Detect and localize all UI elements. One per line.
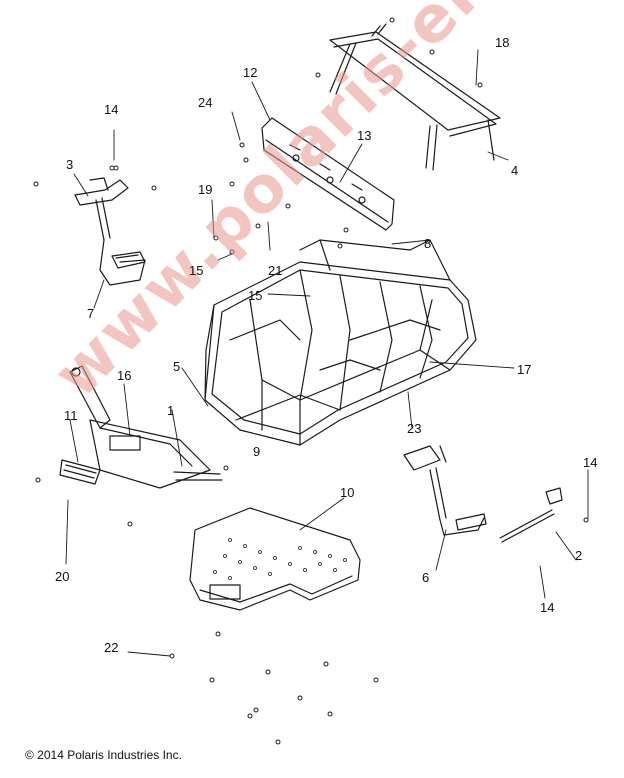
callout-14-bottom-right: 14 <box>540 600 555 615</box>
callout-19: 19 <box>198 182 213 197</box>
part-footrest-right-6 <box>403 445 563 543</box>
callout-23: 23 <box>407 421 422 436</box>
callout-4: 4 <box>511 163 519 178</box>
callout-16: 16 <box>117 368 132 383</box>
callout-17: 17 <box>517 362 532 377</box>
callout-15-center: 15 <box>248 288 263 303</box>
callout-11: 11 <box>64 408 78 423</box>
callout-1: 1 <box>167 403 175 418</box>
callout-15-left: 15 <box>189 263 204 278</box>
fasteners <box>33 17 589 745</box>
callout-6: 6 <box>422 570 430 585</box>
callout-20: 20 <box>55 569 70 584</box>
callout-24: 24 <box>198 95 213 110</box>
part-footrest-left-7 <box>74 177 146 286</box>
callout-22: 22 <box>104 640 119 655</box>
callout-14-top-left: 14 <box>104 102 119 117</box>
callout-18: 18 <box>495 35 510 50</box>
leader-lines <box>65 49 589 657</box>
callout-9: 9 <box>253 444 261 459</box>
callout-3: 3 <box>66 157 74 172</box>
part-crossmember-13 <box>261 117 395 231</box>
callout-21: 21 <box>268 263 283 278</box>
part-main-frame <box>204 239 477 446</box>
part-skid-plate-10 <box>189 507 361 611</box>
copyright-notice: © 2014 Polaris Industries Inc. <box>25 748 182 762</box>
callout-10: 10 <box>340 485 355 500</box>
callout-7: 7 <box>87 306 95 321</box>
callout-13: 13 <box>357 128 372 143</box>
callout-8: 8 <box>424 236 432 251</box>
part-rack-18 <box>329 23 501 171</box>
callout-2: 2 <box>575 548 583 563</box>
callout-14-right: 14 <box>583 455 598 470</box>
callout-5: 5 <box>173 359 181 374</box>
part-front-bumper-1 <box>59 365 223 489</box>
callout-12: 12 <box>243 65 258 80</box>
